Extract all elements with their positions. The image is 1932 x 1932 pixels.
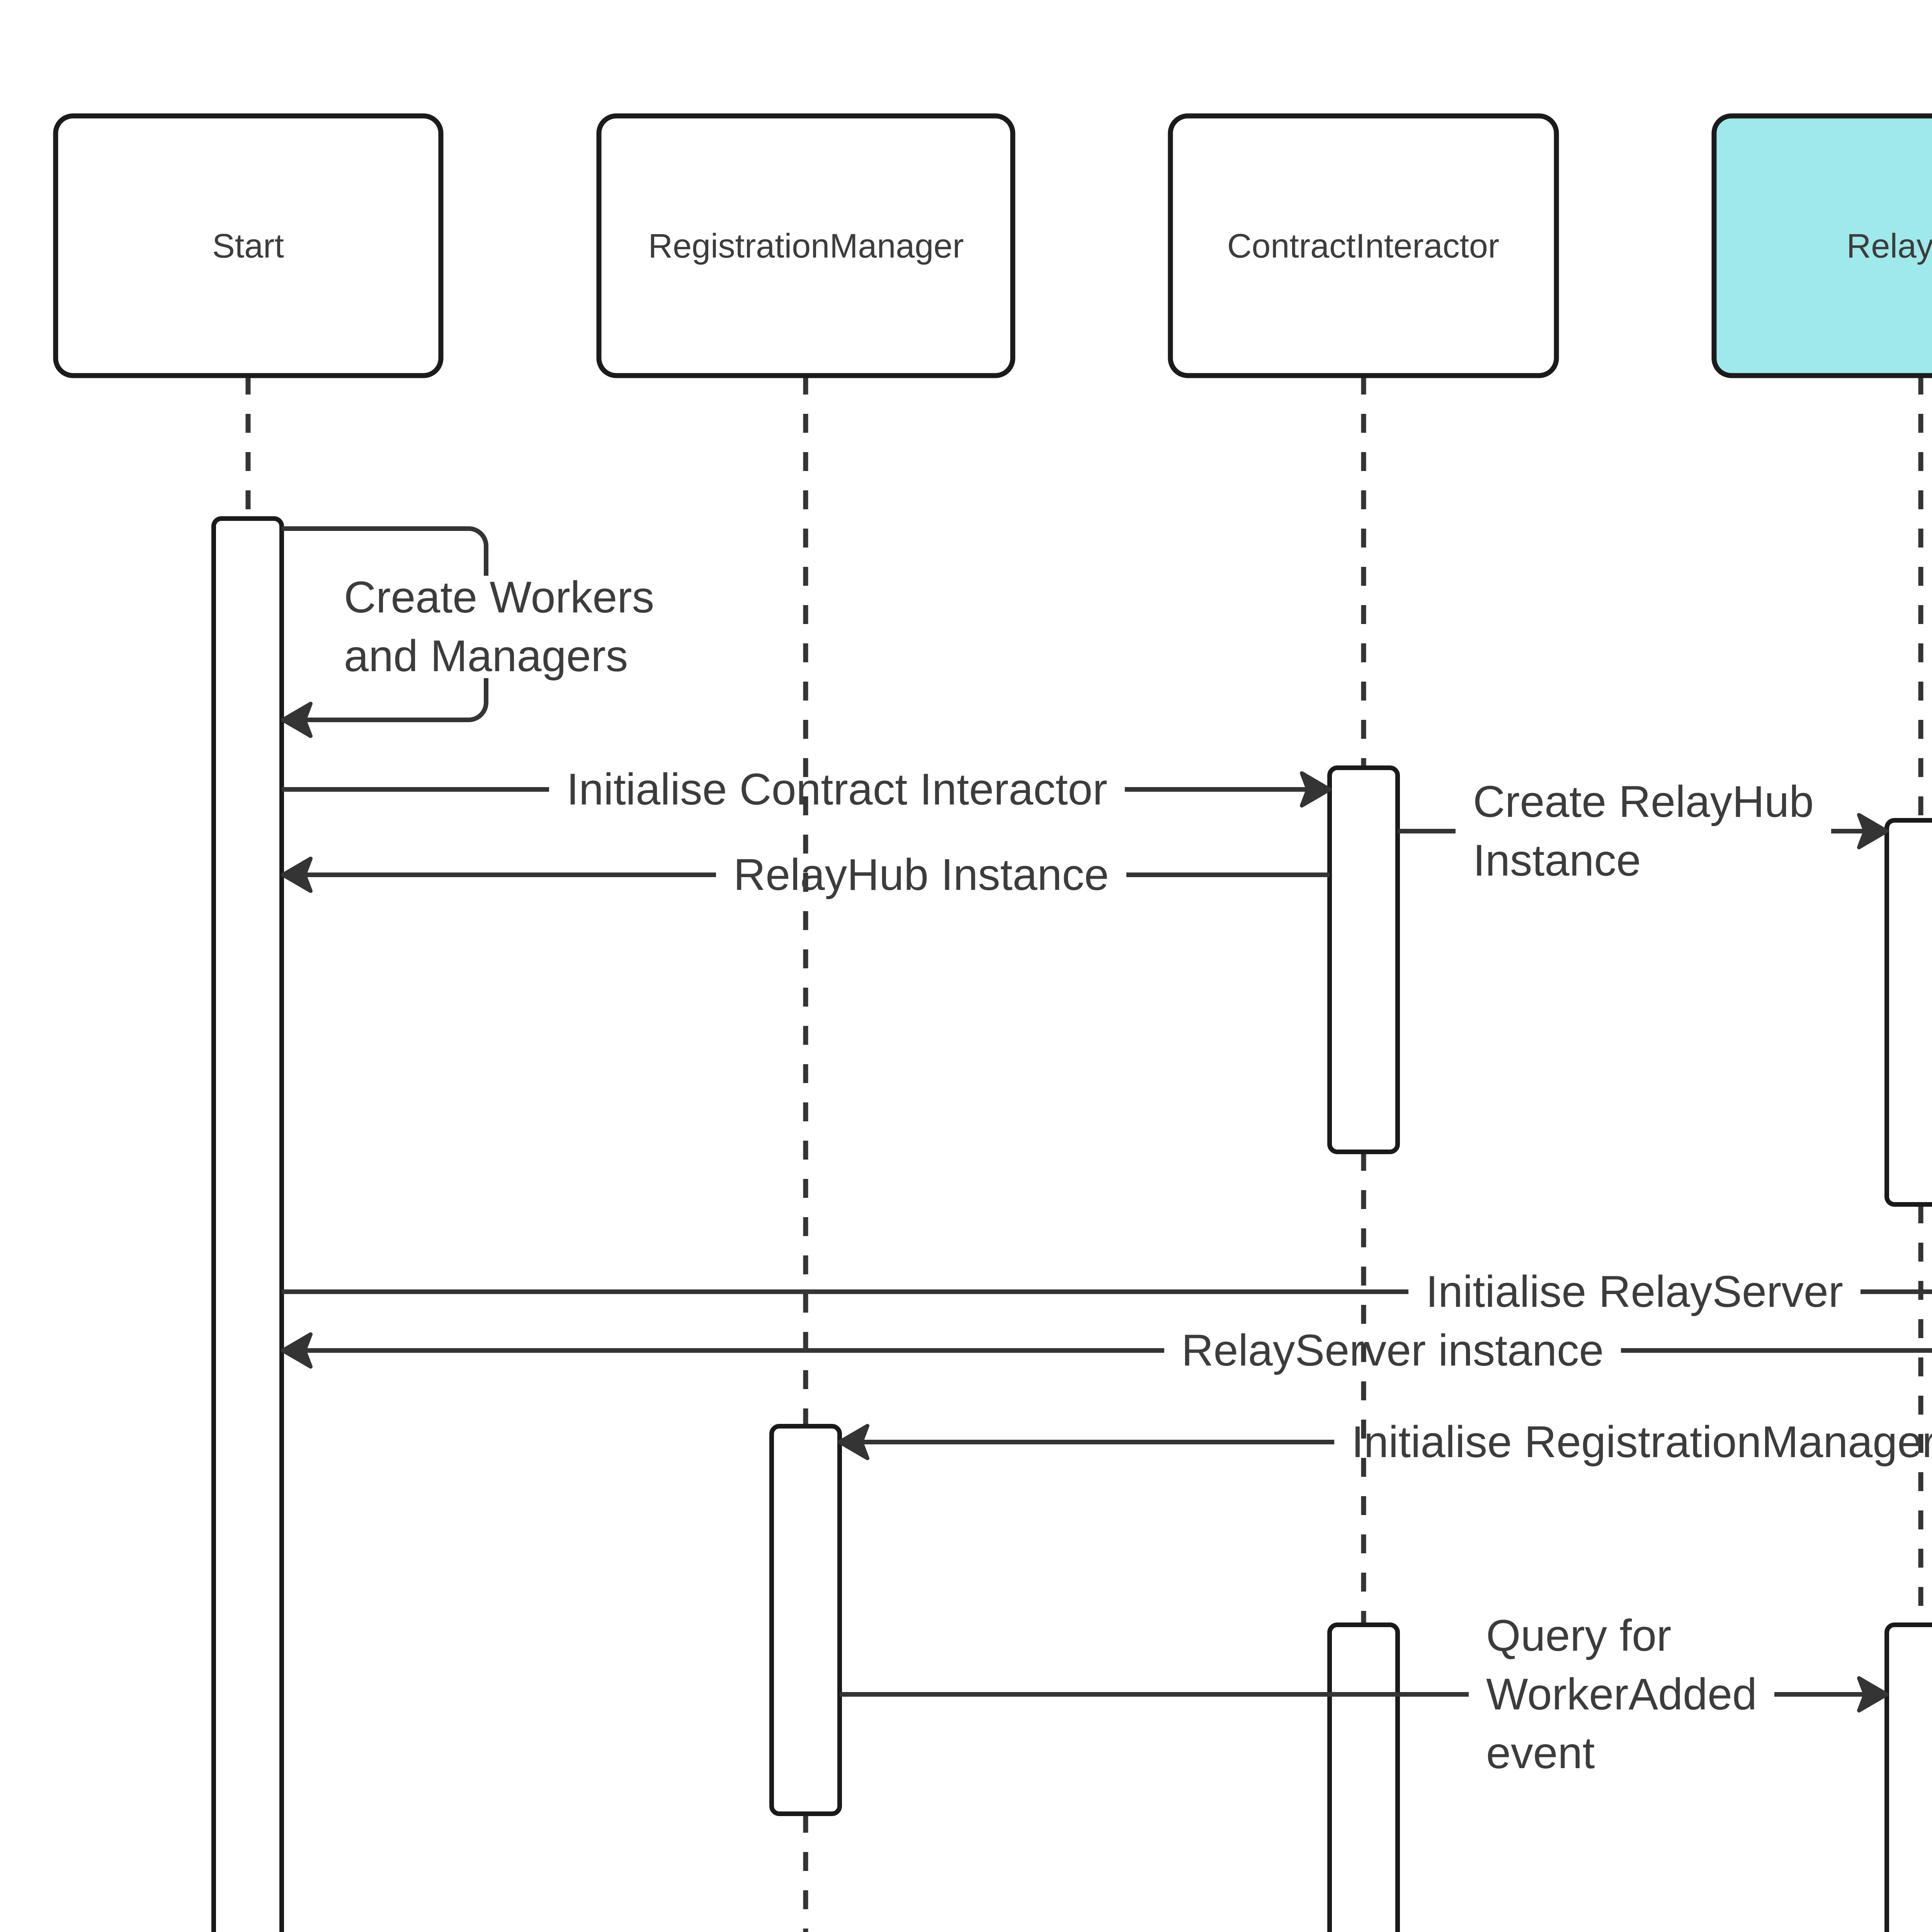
svg-text:event: event <box>1486 1728 1595 1778</box>
svg-text:RegistrationManager: RegistrationManager <box>648 227 964 265</box>
svg-text:Create Workers: Create Workers <box>344 573 654 622</box>
svg-text:Initialise RegistrationManager: Initialise RegistrationManager <box>1352 1417 1932 1467</box>
svg-text:Start: Start <box>212 227 284 265</box>
svg-text:Instance: Instance <box>1473 836 1641 885</box>
svg-text:Create RelayHub: Create RelayHub <box>1473 777 1814 827</box>
svg-text:WorkerAdded: WorkerAdded <box>1486 1670 1757 1719</box>
svg-text:Query for: Query for <box>1486 1611 1671 1660</box>
svg-text:and Managers: and Managers <box>344 631 628 681</box>
svg-text:Initialise RelayServer: Initialise RelayServer <box>1426 1267 1843 1316</box>
svg-text:RelayHub: RelayHub <box>1847 227 1932 265</box>
svg-text:RelayHub Instance: RelayHub Instance <box>733 850 1109 900</box>
svg-text:Initialise Contract Interactor: Initialise Contract Interactor <box>566 765 1107 814</box>
svg-text:ContractInteractor: ContractInteractor <box>1227 227 1499 265</box>
svg-text:RelayServer instance: RelayServer instance <box>1181 1326 1604 1375</box>
